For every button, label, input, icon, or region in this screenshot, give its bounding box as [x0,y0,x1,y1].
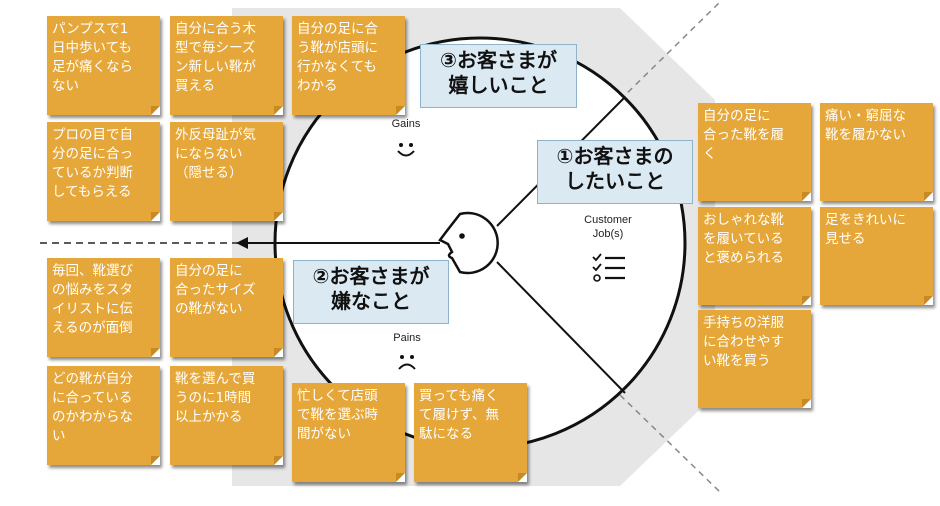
checklist-icon [592,253,625,282]
pain-note: どの靴が自分 に合っている のかわからな い [47,366,160,465]
pain-note: 忙しくて店頭 で靴を選ぶ時 間がない [292,383,405,482]
customer-face-icon [438,211,499,275]
job-note: 痛い・窮屈な 靴を履かない [820,103,933,201]
divider-pains-jobs [496,261,626,394]
job-note: 手持ちの洋服 に合わせやす い靴を買う [698,310,811,408]
gain-note: 自分の足に合 う靴が店頭に 行かなくても わかる [292,16,405,115]
job-note: おしゃれな靴 を履いている と褒められる [698,207,811,305]
job-note: 自分の足に 合った靴を履 く [698,103,811,201]
frown-icon [398,355,416,370]
pain-note: 靴を選んで買 うのに1時間 以上かかる [170,366,283,465]
pain-note: 買っても痛く て履けず、無 駄になる [414,383,527,482]
smile-icon [397,143,415,157]
pain-note: 自分の足に 合ったサイズ の靴がない [170,258,283,357]
customer-jobs-label: Customer Job(s) [584,214,632,240]
pains-callout: ②お客さまが 嫌なこと [293,260,449,324]
dashed-divider-top [619,1,721,101]
jobs-callout: ①お客さまの したいこと [537,140,693,204]
gains-callout: ③お客さまが 嬉しいこと [420,44,577,108]
gain-note: プロの目で自 分の足に合っ ているか判断 してもらえる [47,122,160,221]
panel-corner-cut-bottom [620,395,715,486]
gain-note: 自分に合う木 型で毎シーズ ン新しい靴が 買える [170,16,283,115]
dashed-divider-bottom [619,394,721,493]
arrow-head-icon [236,237,248,249]
gains-label: Gains [391,118,421,130]
gain-note: 外反母趾が気 にならない （隠せる） [170,122,283,221]
job-note: 足をきれいに 見せる [820,207,933,305]
pain-note: 毎回、靴選び の悩みをスタ イリストに伝 えるのが面倒 [47,258,160,357]
pains-label: Pains [393,332,421,344]
gain-note: パンプスで1 日中歩いても 足が痛くなら ない [47,16,160,115]
